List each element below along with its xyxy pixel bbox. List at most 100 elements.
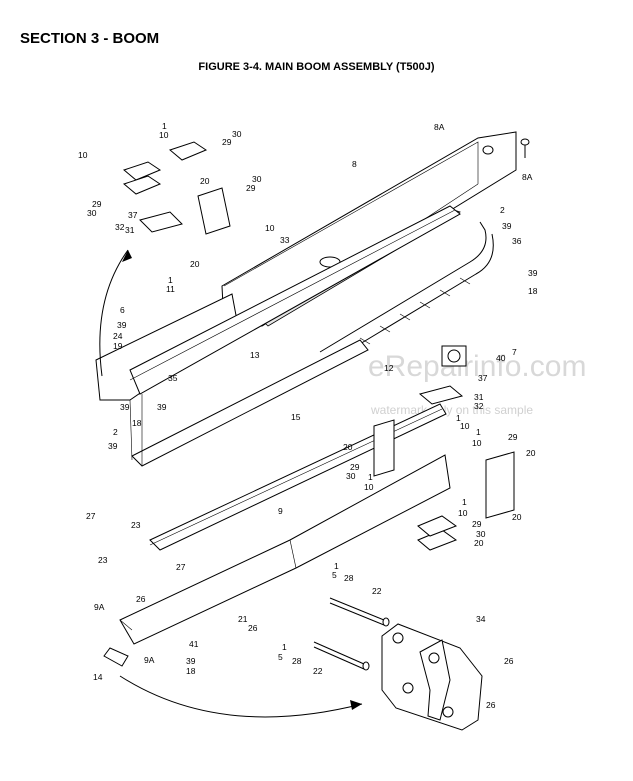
callout-label: 39 (528, 268, 538, 278)
callout-label: 34 (476, 614, 486, 624)
callout-label: 26 (486, 700, 496, 710)
callout-label: 8A (522, 172, 533, 182)
callout-label: 13 (250, 350, 260, 360)
callout-label: 21 (238, 614, 248, 624)
callout-label: 2 (113, 427, 118, 437)
mid-boom-13 (95, 205, 461, 467)
callout-label: 10 (472, 438, 482, 448)
arrow-bottom (119, 675, 363, 718)
callout-label: 29 (92, 199, 102, 209)
callout-label: 9A (144, 655, 155, 665)
callout-label: 23 (131, 520, 141, 530)
callout-label: 35 (168, 373, 178, 383)
callout-label: 30 (346, 471, 356, 481)
callout-label: 29 (472, 519, 482, 529)
base-boom-9 (119, 454, 451, 645)
callout-label: 33 (280, 235, 290, 245)
callout-label: 19 (113, 341, 123, 351)
callout-label: 20 (474, 538, 484, 548)
sheave-block-12 (441, 345, 467, 367)
callout-label: 37 (478, 373, 488, 383)
figure-title: FIGURE 3-4. MAIN BOOM ASSEMBLY (T500J) (198, 61, 435, 73)
callout-label: 20 (200, 176, 210, 186)
pin-14 (103, 647, 129, 667)
callout-label: 2 (500, 205, 505, 215)
callout-label: 9 (278, 506, 283, 516)
callout-label: 36 (512, 236, 522, 246)
callout-label: 7 (512, 347, 517, 357)
cable-chain-36 (319, 221, 494, 363)
callout-label: 24 (113, 331, 123, 341)
callout-label: 26 (248, 623, 258, 633)
callout-labels: 1 10 29 30 10 20 29 30 30 29 10 37 32 31… (78, 121, 538, 710)
callout-label: 1 (334, 561, 339, 571)
callout-label: 20 (190, 259, 200, 269)
callout-label: 29 (350, 462, 360, 472)
callout-label: 6 (120, 305, 125, 315)
callout-label: 20 (512, 512, 522, 522)
callout-label: 32 (474, 401, 484, 411)
callout-label: 39 (120, 402, 130, 412)
watermark-text: eRepairinfo.com (368, 350, 587, 383)
callout-label: 23 (98, 555, 108, 565)
callout-label: 27 (176, 562, 186, 572)
callout-label: 1 (282, 642, 287, 652)
callout-label: 1 (462, 497, 467, 507)
callout-label: 10 (78, 150, 88, 160)
callout-label: 12 (384, 363, 394, 373)
callout-label: 32 (115, 222, 125, 232)
callout-label: 1 (162, 121, 167, 131)
callout-label: 29 (222, 137, 232, 147)
arrow-upper-left (99, 249, 132, 377)
callout-label: 30 (87, 208, 97, 218)
callout-label: 8 (352, 159, 357, 169)
callout-label: 18 (528, 286, 538, 296)
callout-label: 14 (93, 672, 103, 682)
callout-label: 22 (372, 586, 382, 596)
callout-label: 11 (166, 284, 175, 294)
callout-label: 10 (265, 223, 275, 233)
callout-label: 9A (94, 602, 105, 612)
callout-label: 10 (458, 508, 468, 518)
callout-label: 1 (368, 472, 373, 482)
callout-label: 28 (292, 656, 302, 666)
callout-label: 30 (476, 529, 486, 539)
callout-label: 30 (252, 174, 262, 184)
callout-label: 30 (232, 129, 242, 139)
callout-label: 39 (186, 656, 196, 666)
callout-label: 29 (246, 183, 256, 193)
callout-label: 5 (278, 652, 283, 662)
pin-22-lower (313, 641, 370, 671)
callout-label: 26 (504, 656, 514, 666)
callout-label: 40 (496, 353, 506, 363)
callout-label: 27 (86, 511, 96, 521)
callout-label: 10 (460, 421, 470, 431)
callout-label: 41 (189, 639, 199, 649)
pin-22-upper (329, 597, 390, 627)
callout-label: 10 (159, 130, 169, 140)
pivot-bracket-34 (381, 623, 483, 731)
callout-label: 8A (434, 122, 445, 132)
callout-label: 15 (291, 412, 301, 422)
section-title: SECTION 3 - BOOM (20, 30, 160, 47)
callout-label: 1 (168, 275, 173, 285)
callout-label: 18 (186, 666, 196, 676)
watermark-subtext: watermark only on this sample (371, 403, 534, 417)
callout-label: 10 (364, 482, 374, 492)
callout-label: 1 (476, 427, 481, 437)
callout-label: 20 (343, 442, 353, 452)
callout-label: 31 (474, 392, 484, 402)
callout-label: 26 (136, 594, 146, 604)
callout-label: 39 (502, 221, 512, 231)
callout-label: 28 (344, 573, 354, 583)
callout-label: 5 (332, 570, 337, 580)
callout-label: 37 (128, 210, 138, 220)
callout-label: 1 (456, 413, 461, 423)
callout-label: 18 (132, 418, 142, 428)
callout-label: 39 (157, 402, 167, 412)
callout-label: 20 (526, 448, 536, 458)
callout-label: 39 (117, 320, 127, 330)
callout-label: 39 (108, 441, 118, 451)
wear-pads-upper-left (122, 141, 231, 235)
